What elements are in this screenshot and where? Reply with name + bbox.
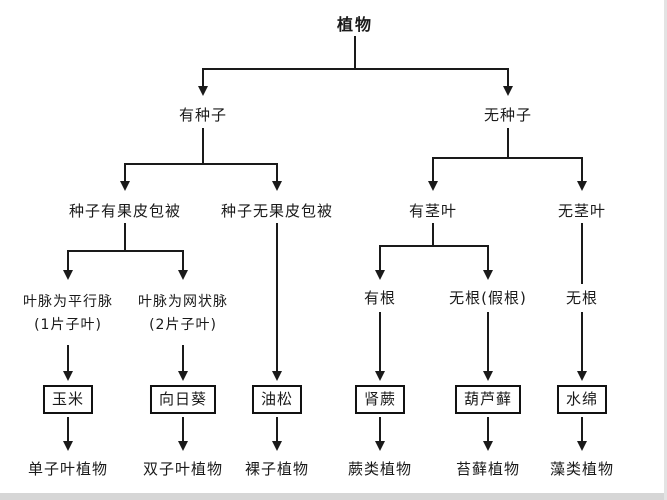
- group-gymnosperms: 裸子植物: [244, 460, 310, 478]
- example-box-kidney-fern: 肾蕨: [354, 385, 406, 414]
- node-no-roots-rhizoid: 无根(假根): [449, 289, 527, 307]
- node-seeds-without-pericarp: 种子无果皮包被: [220, 202, 334, 220]
- scan-edge-bottom: [0, 493, 667, 500]
- node-has-stem-leaf: 有茎叶: [408, 202, 458, 220]
- scan-edge-right: [664, 0, 667, 500]
- example-box-corn: 玉米: [42, 385, 94, 414]
- node-net-veins-label: 叶脉为网状脉: [138, 294, 228, 310]
- example-box-sunflower: 向日葵: [149, 385, 217, 414]
- node-net-veins: 叶脉为网状脉 (2片子叶): [138, 291, 228, 337]
- example-box-pine: 油松: [251, 385, 303, 414]
- node-seeds-with-pericarp: 种子有果皮包被: [68, 202, 182, 220]
- node-net-veins-sub: (2片子叶): [149, 317, 217, 333]
- node-has-seeds: 有种子: [178, 106, 228, 124]
- node-no-seeds: 无种子: [483, 106, 533, 124]
- group-mosses: 苔藓植物: [455, 460, 521, 478]
- group-dicots: 双子叶植物: [142, 460, 224, 478]
- node-plant-root: 植物: [336, 15, 374, 34]
- node-parallel-veins-sub: (1片子叶): [34, 317, 102, 333]
- example-box-spirogyra: 水绵: [556, 385, 608, 414]
- group-algae: 藻类植物: [549, 460, 615, 478]
- node-has-roots: 有根: [363, 289, 397, 307]
- example-box-funaria-moss: 葫芦藓: [454, 385, 522, 414]
- node-parallel-veins: 叶脉为平行脉 (1片子叶): [23, 291, 113, 337]
- group-ferns: 蕨类植物: [347, 460, 413, 478]
- node-no-stem-leaf: 无茎叶: [557, 202, 607, 220]
- group-monocots: 单子叶植物: [27, 460, 109, 478]
- node-no-roots: 无根: [565, 289, 599, 307]
- node-parallel-veins-label: 叶脉为平行脉: [23, 294, 113, 310]
